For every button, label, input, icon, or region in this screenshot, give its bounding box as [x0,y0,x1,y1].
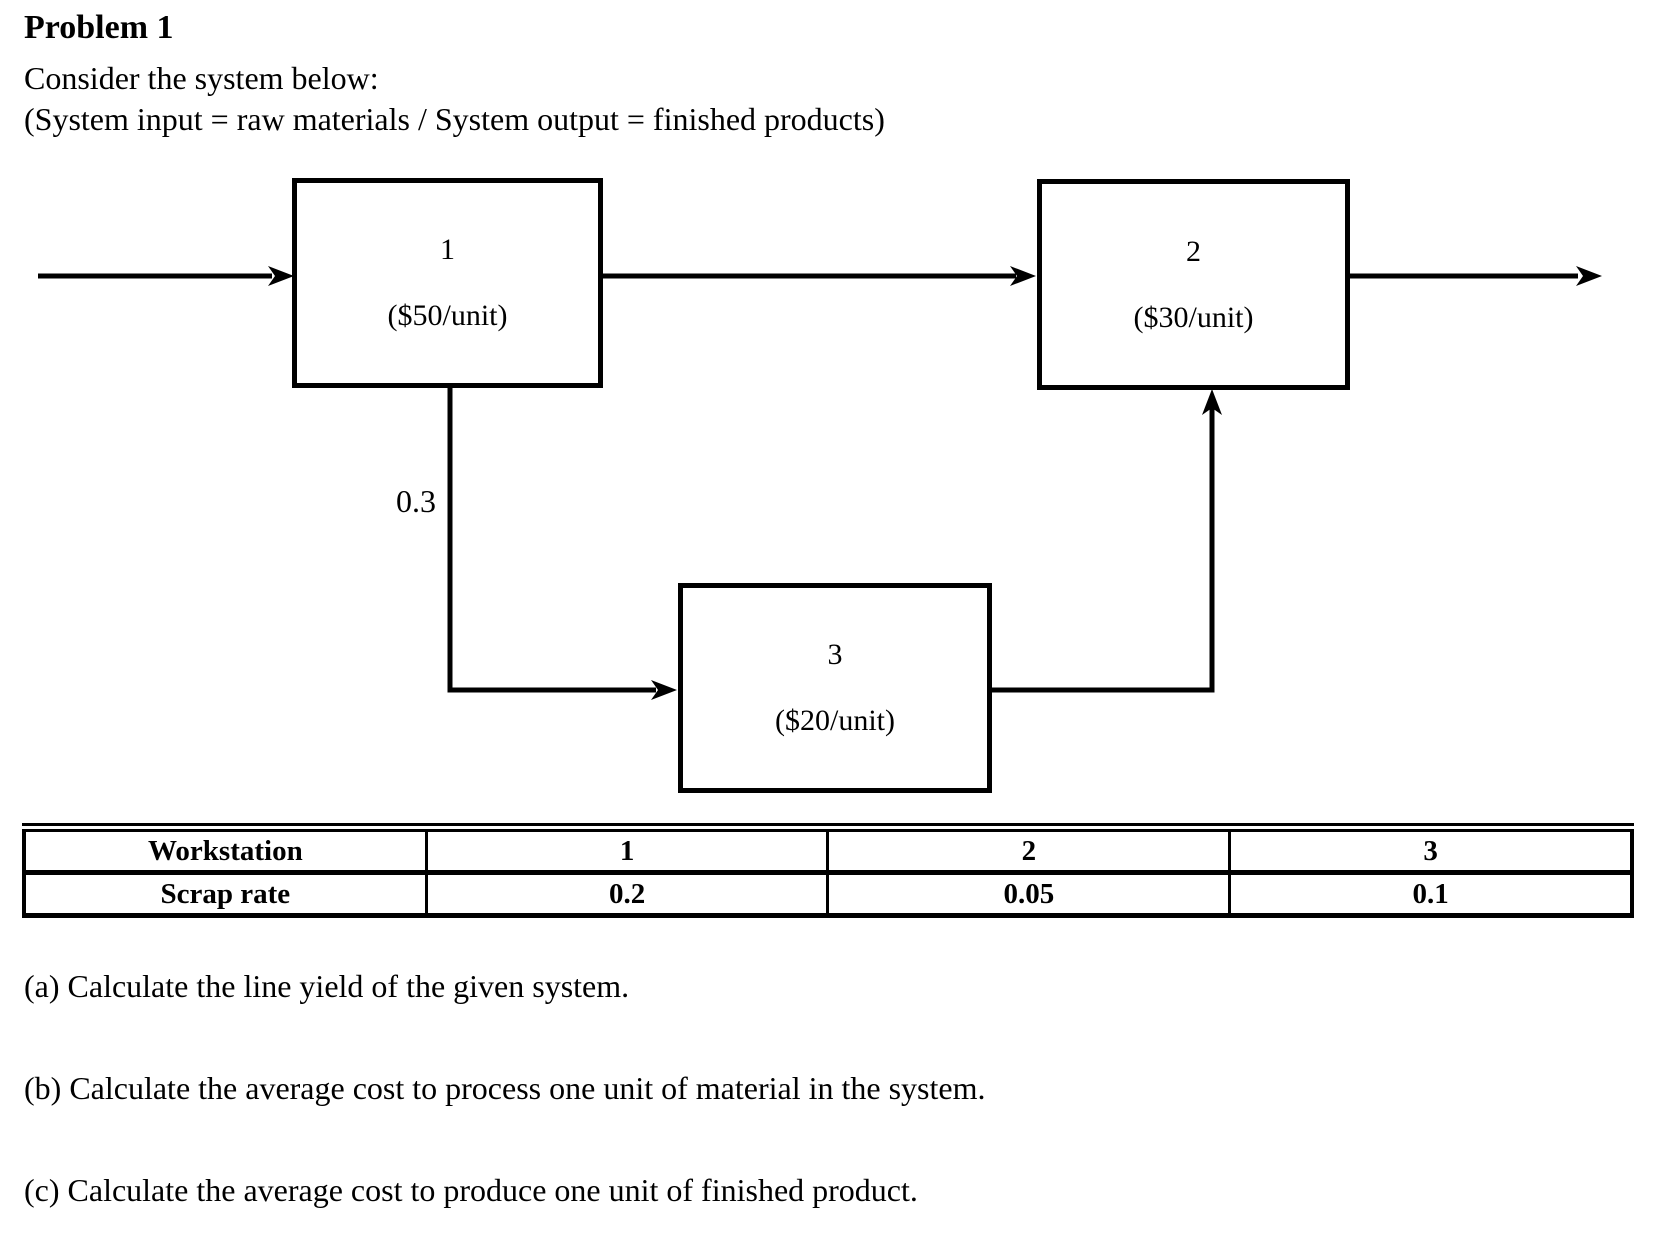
ws3-to-ws2-line [992,406,1215,693]
output-arrowhead-icon [1576,266,1602,286]
ws2-bottom-arrowhead-icon [1202,389,1222,415]
scrap-rate-table: Workstation 1 2 3 Scrap rate 0.2 0.05 0.… [22,823,1634,918]
workstation-1-box: 1 ($50/unit) [292,178,603,388]
scrap-rate-cell-3: 0.1 [1228,871,1634,917]
system-io-note: (System input = raw materials / System o… [24,101,885,137]
workstation-cell-3: 3 [1228,825,1634,876]
workstation-1-cost: ($50/unit) [387,299,508,332]
input-arrowhead-icon [268,266,294,286]
workstation-2-number: 2 [1186,234,1201,268]
row-header-scrap-rate: Scrap rate [22,871,428,917]
workstation-3-number: 3 [827,638,843,671]
question-a: (a) Calculate the line yield of the give… [24,968,630,1004]
scrap-rate-cell-2: 0.05 [826,871,1232,917]
question-c: (c) Calculate the average cost to produc… [24,1172,918,1208]
branch-fraction-label: 0.3 [396,483,436,519]
workstation-cell-1: 1 [424,825,830,876]
workstation-2-cost: ($30/unit) [1133,300,1254,334]
workstation-1-number: 1 [440,233,455,266]
table-row-workstation: Workstation 1 2 3 [22,825,1634,876]
question-b: (b) Calculate the average cost to proces… [24,1070,986,1106]
page-title: Problem 1 [24,9,174,46]
workstation-3-cost: ($20/unit) [775,704,895,737]
workstation-2-box: 2 ($30/unit) [1037,179,1350,390]
ws1-to-ws3-line [447,388,656,693]
workstation-3-box: 3 ($20/unit) [678,583,992,793]
ws3-input-arrowhead-icon [651,680,677,700]
workstation-cell-2: 2 [826,825,1232,876]
ws1-ws2-arrowhead-icon [1010,266,1036,286]
intro-text: Consider the system below: [24,60,379,96]
scrap-rate-cell-1: 0.2 [424,871,830,917]
row-header-workstation: Workstation [22,825,428,876]
table-row-scrap-rate: Scrap rate 0.2 0.05 0.1 [22,871,1634,917]
